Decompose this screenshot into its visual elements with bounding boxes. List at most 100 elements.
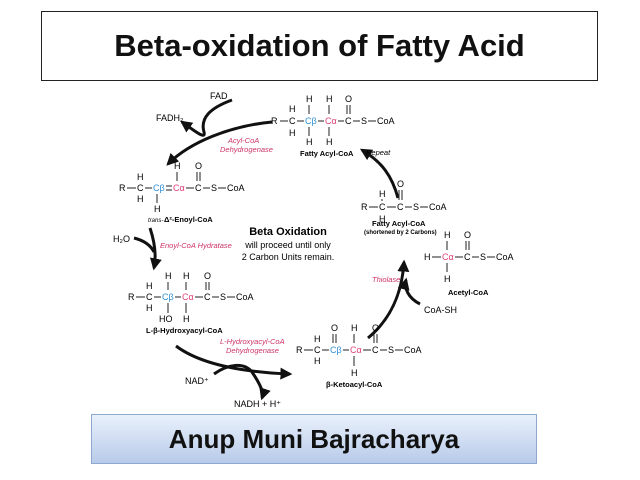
cofactor-arrow-coash — [397, 277, 421, 306]
svg-text:O: O — [464, 230, 471, 240]
svg-text:C: C — [146, 292, 153, 302]
svg-text:H: H — [379, 214, 386, 224]
svg-text:CoA: CoA — [429, 202, 447, 212]
svg-text:R: R — [296, 345, 303, 355]
svg-text:C: C — [204, 292, 211, 302]
svg-text:Cβ: Cβ — [330, 345, 342, 355]
compound-fatty-acyl-coa: Fatty Acyl-CoA — [300, 149, 354, 158]
svg-text:R: R — [361, 202, 368, 212]
compound-ketoacyl-coa: β-Ketoacyl-CoA — [326, 380, 383, 389]
svg-text:H: H — [183, 314, 190, 324]
svg-text:C: C — [372, 345, 379, 355]
enzyme-hydroxyacyl-dehydrogenase-1: L-Hydroxyacyl-CoA — [220, 337, 285, 346]
svg-text:Cβ: Cβ — [305, 116, 317, 126]
center-line-1: will proceed until only — [244, 240, 331, 250]
svg-text:HO: HO — [159, 314, 173, 324]
svg-text:CoA: CoA — [404, 345, 422, 355]
structure-acetyl-coa: H Cα C S CoA H O H — [424, 230, 514, 284]
svg-text:C: C — [464, 252, 471, 262]
repeat-label: Repeat — [366, 148, 391, 157]
svg-text:H: H — [326, 137, 333, 147]
svg-text:H: H — [146, 281, 153, 291]
svg-text:R: R — [119, 183, 126, 193]
svg-text:Cβ: Cβ — [162, 292, 174, 302]
enzyme-enoyl-coa-hydratase: Enoyl-CoA Hydratase — [160, 241, 232, 250]
svg-text:O: O — [195, 161, 202, 171]
svg-text:C: C — [195, 183, 202, 193]
cycle-arrow-repeat — [359, 148, 400, 199]
nadh-label: NADH + H⁺ — [234, 399, 281, 409]
svg-text:C: C — [345, 116, 352, 126]
svg-text:C: C — [137, 183, 144, 193]
svg-text:S: S — [413, 202, 419, 212]
svg-text:O: O — [345, 94, 352, 104]
svg-text:H: H — [154, 204, 161, 214]
svg-text:CoA: CoA — [236, 292, 254, 302]
center-line-2: 2 Carbon Units remain. — [242, 252, 335, 262]
cycle-arrow-dehydrogenation — [166, 120, 273, 166]
svg-text:CoA: CoA — [496, 252, 514, 262]
compound-enoyl-coa-prefix: trans- — [148, 218, 163, 224]
svg-text:O: O — [331, 323, 338, 333]
svg-text:H: H — [174, 161, 181, 171]
enzyme-thiolase: Thiolase — [372, 275, 400, 284]
svg-text:H: H — [444, 230, 451, 240]
compound-acetyl-coa: Acetyl-CoA — [448, 288, 489, 297]
svg-text:O: O — [204, 271, 211, 281]
compound-hydroxyacyl-coa: L-β-Hydroxyacyl-CoA — [146, 326, 223, 335]
svg-text:H: H — [146, 303, 153, 313]
svg-text:H: H — [326, 94, 333, 104]
svg-text:S: S — [211, 183, 217, 193]
page-title: Beta-oxidation of Fatty Acid — [114, 28, 525, 63]
enzyme-acyl-coa-dehydrogenase-2: Dehydrogenase — [220, 145, 273, 154]
coash-label: CoA-SH — [424, 305, 457, 315]
cycle-arrow-thiolysis — [367, 259, 410, 340]
svg-text:H: H — [424, 252, 431, 262]
cofactor-arrow-fad — [180, 98, 233, 137]
enzyme-hydroxyacyl-dehydrogenase-2: Dehydrogenase — [226, 346, 279, 355]
svg-text:Cα: Cα — [173, 183, 185, 193]
author-box: Anup Muni Bajracharya — [91, 414, 537, 464]
title-box: Beta-oxidation of Fatty Acid — [41, 11, 598, 81]
cofactor-arrow-nad — [213, 364, 271, 401]
structure-enoyl-coa: R C Cβ Cα C S CoA H H H O H — [119, 161, 245, 214]
svg-text:R: R — [271, 116, 278, 126]
cofactor-arrow-water — [133, 236, 156, 253]
structure-shortened-acyl-coa: R C C S CoA H O H — [361, 179, 447, 224]
svg-text:R: R — [128, 292, 135, 302]
fad-label: FAD — [210, 91, 228, 101]
svg-text:Cα: Cα — [325, 116, 337, 126]
fadh2-label: FADH₂ — [156, 113, 184, 123]
svg-text:H: H — [165, 271, 172, 281]
nad-label: NAD⁺ — [185, 376, 209, 386]
svg-text:H: H — [351, 368, 358, 378]
svg-text:C: C — [397, 202, 404, 212]
svg-text:H: H — [306, 94, 313, 104]
compound-shortened-note: (shortened by 2 Carbons) — [364, 230, 437, 236]
structure-ketoacyl-coa: R C Cβ Cα C S CoA H H O H O H — [296, 323, 422, 378]
cycle-arrow-oxidation — [175, 344, 293, 380]
svg-text:O: O — [372, 323, 379, 333]
svg-text:H: H — [289, 128, 296, 138]
author-name: Anup Muni Bajracharya — [168, 423, 460, 454]
svg-text:Cβ: Cβ — [153, 183, 165, 193]
svg-text:Cα: Cα — [182, 292, 194, 302]
svg-text:CoA: CoA — [227, 183, 245, 193]
svg-text:S: S — [388, 345, 394, 355]
enzyme-acyl-coa-dehydrogenase-1: Acyl-CoA — [227, 136, 259, 145]
svg-text:CoA: CoA — [377, 116, 395, 126]
svg-text:C: C — [314, 345, 321, 355]
svg-text:H: H — [137, 172, 144, 182]
svg-text:C: C — [289, 116, 296, 126]
svg-text:S: S — [220, 292, 226, 302]
svg-text:H: H — [444, 274, 451, 284]
svg-text:S: S — [480, 252, 486, 262]
compound-enoyl-coa: Δ²-Enoyl-CoA — [164, 215, 213, 224]
svg-text:C: C — [379, 202, 386, 212]
structure-hydroxyacyl-coa: R C Cβ Cα C S CoA H H H H O HO H — [128, 271, 254, 324]
svg-text:H: H — [314, 356, 321, 366]
center-heading: Beta Oxidation — [249, 226, 327, 238]
svg-text:H: H — [289, 104, 296, 114]
svg-text:H: H — [183, 271, 190, 281]
